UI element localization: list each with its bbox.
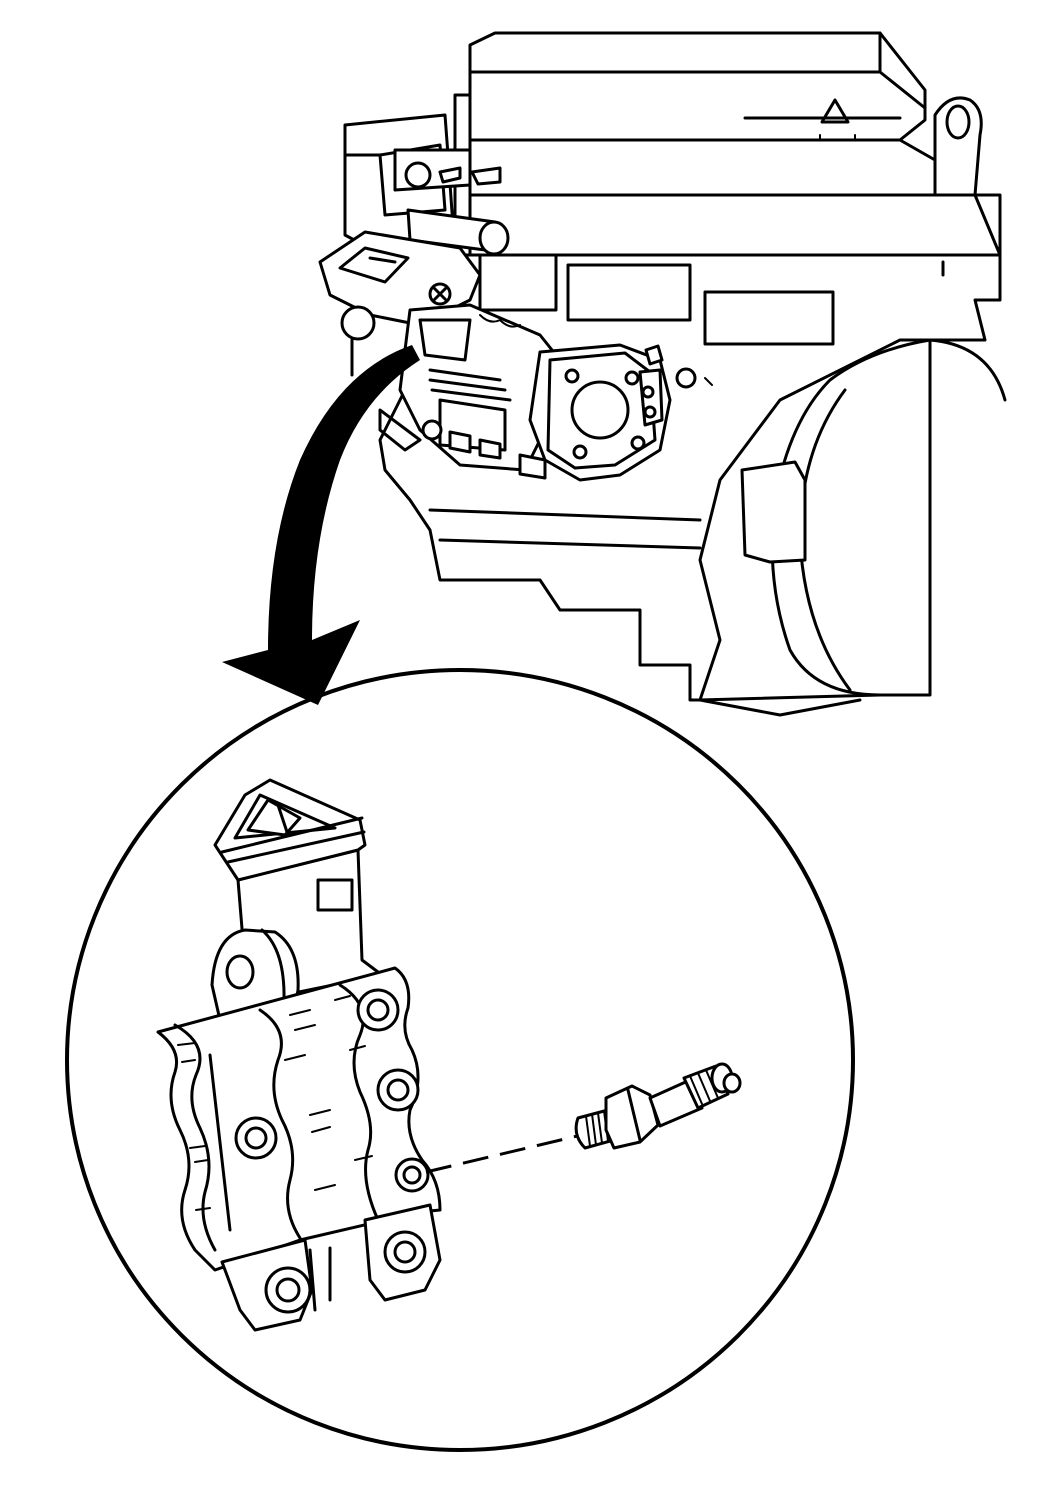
curved-arrow-icon — [222, 345, 420, 705]
housing-bolt-holes — [234, 988, 430, 1193]
valve-cover — [468, 31, 927, 142]
lifting-eye — [933, 96, 983, 197]
sensor-switch — [574, 1062, 742, 1150]
install-path-dashed-line — [425, 1131, 591, 1174]
detail-magnifier-circle — [65, 668, 855, 1452]
sensor-hex — [604, 1084, 660, 1150]
flange-bore — [570, 380, 630, 440]
valve-cover-triangle-icon — [820, 98, 850, 124]
mount-plug — [340, 305, 376, 341]
block-panel-3 — [478, 253, 558, 312]
block-panel-2 — [703, 290, 835, 346]
callout-arrow — [222, 345, 420, 705]
pump-housing-detail — [156, 778, 442, 1332]
block-panel-1 — [566, 263, 692, 322]
magnifier-circle-icon — [65, 668, 855, 1452]
engine-block — [318, 31, 1007, 717]
housing-surface-marks — [177, 995, 373, 1211]
